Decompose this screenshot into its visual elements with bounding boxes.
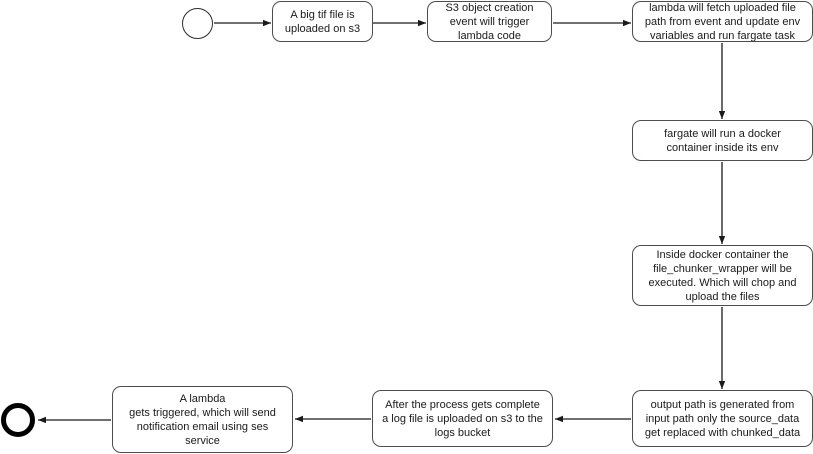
node-file-chunker-wrapper[interactable]: Inside docker container the file_chunker… [632,245,813,306]
start-terminal-node[interactable] [182,8,213,39]
node-log-file-uploaded[interactable]: After the process gets complete a log fi… [372,390,553,447]
node-lambda-fetch-path[interactable]: lambda will fetch uploaded file path fro… [632,1,813,42]
end-terminal-node[interactable] [1,403,35,437]
node-upload-tif-file[interactable]: A big tif file is uploaded on s3 [272,1,373,42]
node-fargate-run-docker[interactable]: fargate will run a docker container insi… [632,120,813,161]
node-ses-notification-lambda[interactable]: A lambda gets triggered, which will send… [112,386,293,453]
node-s3-object-creation-event[interactable]: S3 object creation event will trigger la… [427,1,552,42]
node-output-path-generated[interactable]: output path is generated from input path… [632,390,813,447]
